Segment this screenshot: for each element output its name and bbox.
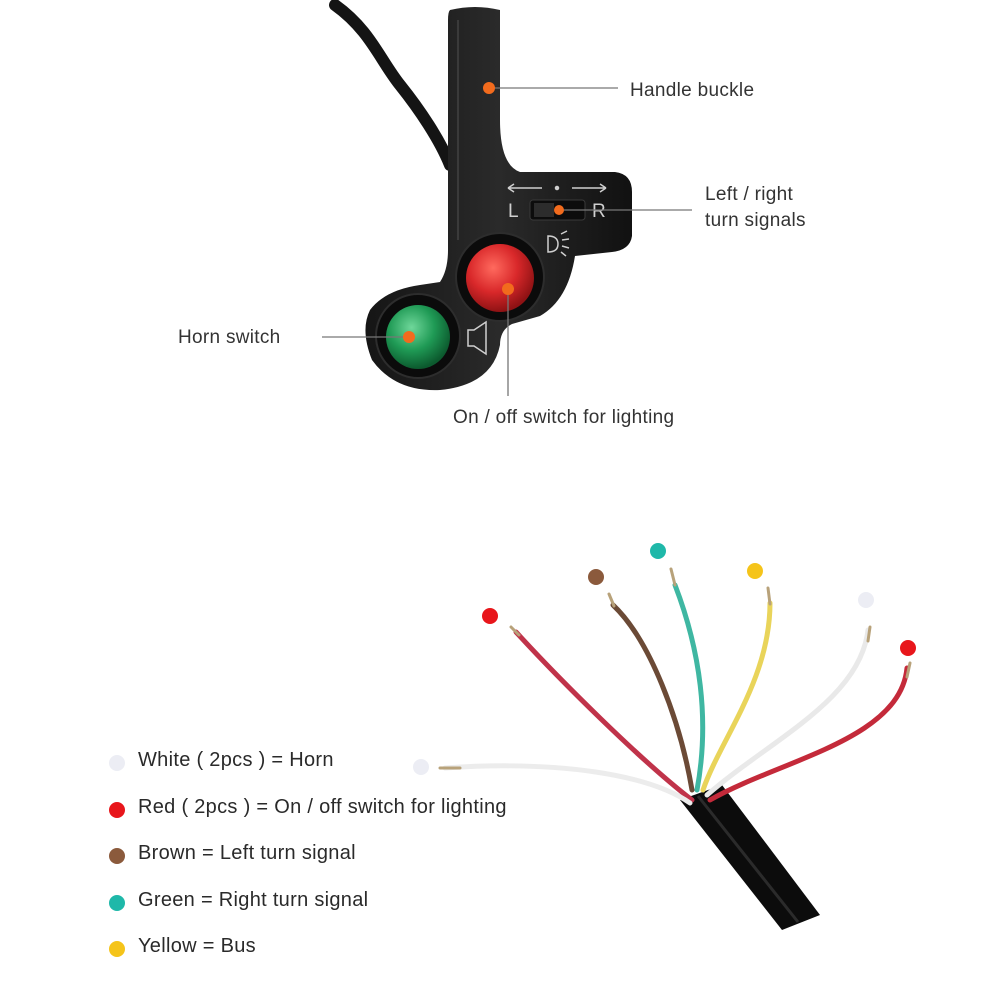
sheath-highlight xyxy=(696,795,800,923)
slider-knob[interactable] xyxy=(534,203,554,217)
direction-arrows xyxy=(507,183,607,193)
switch-housing xyxy=(365,7,632,391)
wire-tips xyxy=(438,567,912,770)
legend-dot-yellow xyxy=(109,941,125,957)
callout-lines xyxy=(322,87,692,396)
legend-text: White ( 2pcs ) = Horn xyxy=(138,749,334,771)
tip-dot-brown xyxy=(588,569,604,585)
wire-red-right xyxy=(707,665,910,803)
wire-yellow xyxy=(700,600,773,793)
tip-dot-green xyxy=(650,543,666,559)
callout-markers xyxy=(403,82,564,343)
callout-lighting-switch: On / off switch for lighting xyxy=(453,407,675,428)
callout-handle-buckle: Handle buckle xyxy=(630,80,755,101)
callout-horn-switch: Horn switch xyxy=(178,327,281,348)
legend-dot-red xyxy=(109,801,125,818)
marker-turn-signals xyxy=(554,205,564,215)
tip-dot-white-left xyxy=(413,759,429,775)
legend-dot-green xyxy=(109,894,125,911)
switch-cable xyxy=(329,0,456,171)
tip-dot-white-right xyxy=(858,592,874,608)
marker-lighting xyxy=(502,283,514,295)
wire-white-right xyxy=(704,627,871,798)
tip-dot-red-right xyxy=(900,640,916,656)
marker-handle-buckle xyxy=(483,82,495,94)
horn-icon xyxy=(467,320,487,356)
legend-dot-brown xyxy=(109,848,125,864)
cable-sheath xyxy=(680,785,820,930)
legend-dot-white xyxy=(109,755,125,771)
switch-unit: L R xyxy=(329,0,632,391)
headlight-icon xyxy=(547,230,570,257)
tip-dot-yellow xyxy=(747,563,763,579)
legend-text: Yellow = Bus xyxy=(138,935,256,957)
legend-text: Green = Right turn signal xyxy=(138,888,369,911)
marker-horn xyxy=(403,331,415,343)
slider-letter-left: L xyxy=(508,201,519,222)
wiring-harness xyxy=(413,543,916,930)
callout-turn-signals-line1: Left / right xyxy=(705,184,794,205)
legend-text: Brown = Left turn signal xyxy=(138,842,356,864)
legend-text: Red ( 2pcs ) = On / off switch for light… xyxy=(138,795,507,818)
wire-white-left xyxy=(442,763,693,806)
callout-turn-signals-line2: turn signals xyxy=(705,210,806,231)
wire-green xyxy=(672,582,706,793)
lighting-button[interactable] xyxy=(466,244,534,312)
tip-dot-red-left xyxy=(482,608,498,624)
slider-letter-right: R xyxy=(592,201,606,222)
horn-button[interactable] xyxy=(386,305,450,369)
wire-brown xyxy=(610,602,695,793)
wire-red-left xyxy=(513,629,695,803)
